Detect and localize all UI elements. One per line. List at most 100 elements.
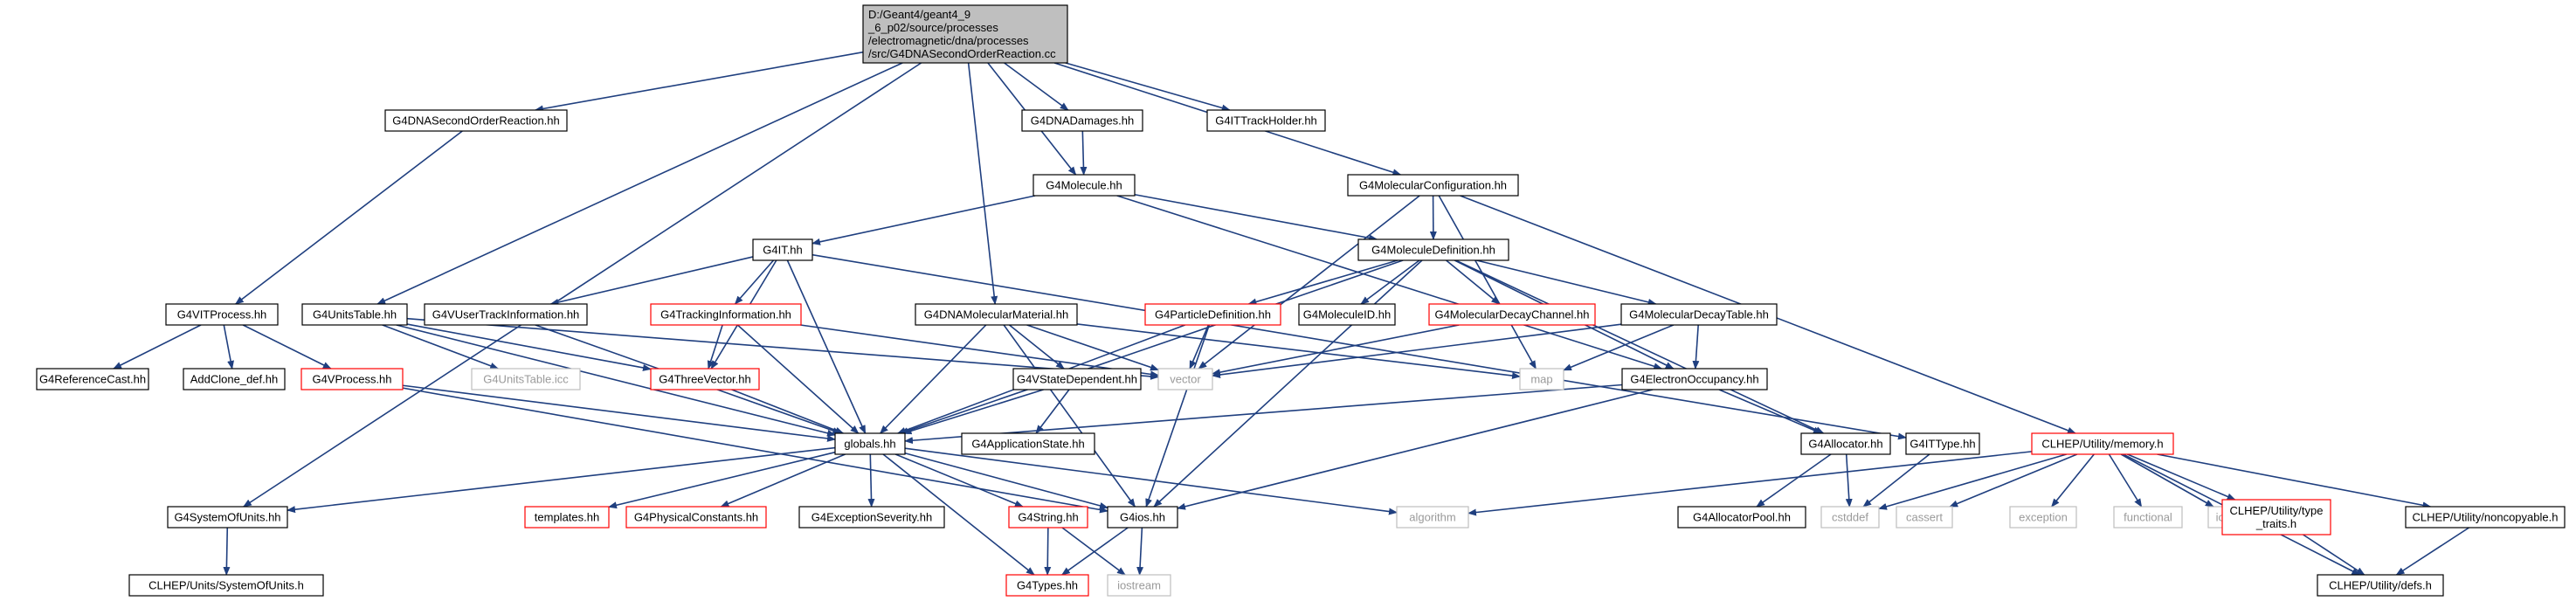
edge-G4ios_hh-to-G4Types_hh [1060,527,1129,576]
node-G4UnitsTable_hh[interactable]: G4UnitsTable.hh [301,303,408,326]
node-root[interactable]: D:/Geant4/geant4_9_6_p02/source/processe… [862,4,1068,64]
node-box [2009,506,2077,529]
edge-G4VProcess_hh-to-globals_hh [402,384,836,442]
node-exception[interactable]: exception [2009,506,2077,529]
node-box [1677,506,1806,529]
node-box [1621,368,1768,390]
node-CLHEP_noncopyable_h[interactable]: CLHEP/Utility/noncopyable.h [2405,506,2566,529]
node-label: G4AllocatorPool.hh [1693,511,1791,524]
node-box [300,368,404,390]
edge-G4ElectronOccupancy_hh-to-G4Allocator_hh [1718,389,1822,434]
node-CLHEP_Units_SystemOfUnits_h[interactable]: CLHEP/Units/SystemOfUnits.h [128,574,324,597]
node-globals_hh[interactable]: globals.hh [834,432,906,455]
node-box [1012,368,1142,390]
node-label: G4IT.hh [763,244,803,257]
node-label: /electromagnetic/dna/processes [868,34,1029,47]
edge-G4VProcess_hh-to-G4ios_hh [402,387,1108,514]
node-box [1107,574,1171,597]
node-label: G4VStateDependent.hh [1017,373,1137,386]
node-iostream[interactable]: iostream [1107,574,1171,597]
node-G4AllocatorPool_hh[interactable]: G4AllocatorPool.hh [1677,506,1806,529]
node-G4VProcess_hh[interactable]: G4VProcess.hh [300,368,404,390]
node-CLHEP_type_traits_h[interactable]: CLHEP/Utility/type_traits.h [2221,499,2331,535]
node-label: G4DNADamages.hh [1031,114,1135,128]
node-box [1021,109,1143,132]
node-G4VUserTrackInformation_hh[interactable]: G4VUserTrackInformation.hh [424,303,588,326]
node-G4Types_hh[interactable]: G4Types.hh [1005,574,1089,597]
node-box [1347,174,1519,197]
edge-G4MolecularDecayTable_hh-to-map [1563,324,1675,371]
node-G4ElectronOccupancy_hh[interactable]: G4ElectronOccupancy.hh [1621,368,1768,390]
node-cstddef[interactable]: cstddef [1820,506,1880,529]
node-G4ReferenceCast_hh[interactable]: G4ReferenceCast.hh [36,368,149,390]
node-G4ThreeVector_hh[interactable]: G4ThreeVector.hh [650,368,760,390]
node-box [1206,109,1326,132]
node-label: G4UnitsTable.hh [313,308,397,321]
node-label: /src/G4DNASecondOrderReaction.cc [868,47,1056,60]
edge-root-to-G4UnitsTable_hh [376,62,903,305]
node-box [1519,368,1564,390]
node-vector[interactable]: vector [1157,368,1213,390]
node-box [471,368,581,390]
node-G4DNADamages_hh[interactable]: G4DNADamages.hh [1021,109,1143,132]
node-label: CLHEP/Utility/memory.h [2041,438,2163,451]
node-box [2113,506,2183,529]
node-G4ApplicationState_hh[interactable]: G4ApplicationState.hh [961,432,1095,455]
node-G4Molecule_hh[interactable]: G4Molecule.hh [1032,174,1136,197]
node-G4DNASecondOrderReaction_hh[interactable]: G4DNASecondOrderReaction.hh [384,109,568,132]
node-G4MolecularDecayChannel_hh[interactable]: G4MolecularDecayChannel.hh [1428,303,1596,326]
node-functional[interactable]: functional [2113,506,2183,529]
node-CLHEP_defs_h[interactable]: CLHEP/Utility/defs.h [2317,574,2444,597]
node-box [128,574,324,597]
node-label: G4UnitsTable.icc [483,373,569,386]
node-label: G4DNAMolecularMaterial.hh [924,308,1068,321]
node-G4ITTrackHolder_hh[interactable]: G4ITTrackHolder.hh [1206,109,1326,132]
node-G4DNAMolecularMaterial_hh[interactable]: G4DNAMolecularMaterial.hh [915,303,1078,326]
node-G4PhysicalConstants_hh[interactable]: G4PhysicalConstants.hh [625,506,767,529]
edge-root-to-G4DNASecondOrderReaction_hh [534,51,864,113]
edge-G4MoleculeDefinition_hh-to-G4Allocator_hh [1455,259,1825,434]
node-box [1396,506,1469,529]
node-cassert[interactable]: cassert [1896,506,1953,529]
node-G4MolecularDecayTable_hh[interactable]: G4MolecularDecayTable.hh [1620,303,1778,326]
node-G4MoleculeDefinition_hh[interactable]: G4MoleculeDefinition.hh [1357,238,1509,261]
node-G4ios_hh[interactable]: G4ios.hh [1107,506,1178,529]
node-G4String_hh[interactable]: G4String.hh [1008,506,1088,529]
edge-root-to-G4DNAMolecularMaterial_hh [967,62,998,305]
node-G4Allocator_hh[interactable]: G4Allocator.hh [1800,432,1891,455]
node-AddClone_def_hh[interactable]: AddClone_def.hh [183,368,286,390]
edge-G4String_hh-to-iostream [1061,527,1126,576]
node-G4MolecularConfiguration_hh[interactable]: G4MolecularConfiguration.hh [1347,174,1519,197]
node-box [384,109,568,132]
node-map[interactable]: map [1519,368,1564,390]
edge-G4VITProcess_hh-to-G4ReferenceCast_hh [113,324,202,370]
node-G4UnitsTable_icc[interactable]: G4UnitsTable.icc [471,368,581,390]
node-algorithm[interactable]: algorithm [1396,506,1469,529]
node-label: G4TrackingInformation.hh [660,308,791,321]
node-G4SystemOfUnits_hh[interactable]: G4SystemOfUnits.hh [167,506,288,529]
edge-G4IT_hh-to-globals_hh [786,259,867,434]
node-box [2405,506,2566,529]
node-templates_hh[interactable]: templates.hh [524,506,610,529]
node-G4ExceptionSeverity_hh[interactable]: G4ExceptionSeverity.hh [798,506,945,529]
node-G4ParticleDefinition_hh[interactable]: G4ParticleDefinition.hh [1144,303,1281,326]
edge-root-to-G4ITTrackHolder_hh [1065,62,1231,112]
node-CLHEP_memory_h[interactable]: CLHEP/Utility/memory.h [2031,432,2174,455]
node-G4ITType_hh[interactable]: G4ITType.hh [1905,432,1980,455]
node-G4MoleculeID_hh[interactable]: G4MoleculeID.hh [1298,303,1396,326]
node-box [524,506,610,529]
edge-G4ElectronOccupancy_hh-to-G4ios_hh [1177,389,1654,510]
node-box [752,238,813,261]
node-G4IT_hh[interactable]: G4IT.hh [752,238,813,261]
node-label: G4ExceptionSeverity.hh [811,511,933,524]
edge-G4UnitsTable_hh-to-G4ThreeVector_hh [406,323,652,371]
node-G4VStateDependent_hh[interactable]: G4VStateDependent.hh [1012,368,1142,390]
node-G4VITProcess_hh[interactable]: G4VITProcess.hh [165,303,279,326]
node-G4TrackingInformation_hh[interactable]: G4TrackingInformation.hh [650,303,802,326]
node-box [2221,499,2331,535]
node-label: templates.hh [535,511,599,524]
edge-G4UnitsTable_hh-to-globals_hh [396,324,836,437]
node-label: _traits.h [2255,517,2296,530]
edge-G4Molecule_hh-to-G4IT_hh [811,195,1036,245]
